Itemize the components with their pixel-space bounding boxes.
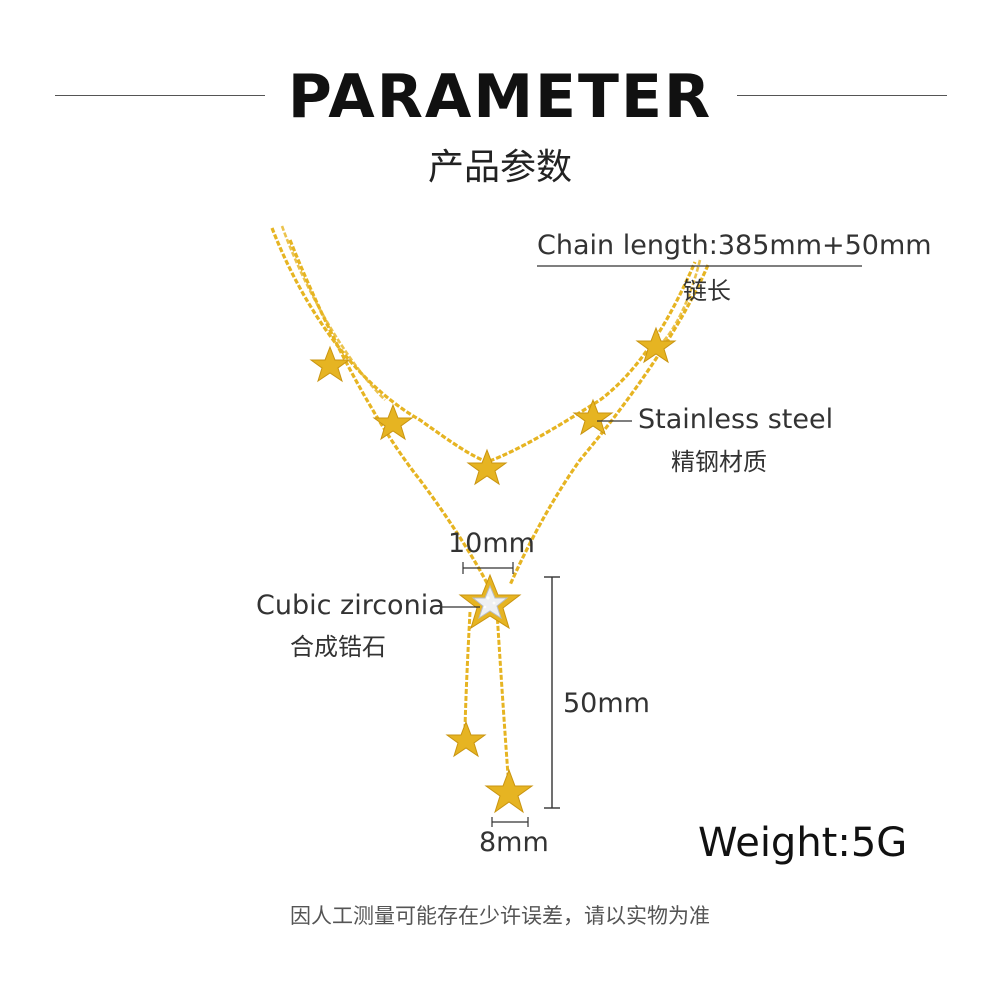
weight-label: Weight:5G xyxy=(698,820,908,866)
tassel-width-label: 8mm xyxy=(479,827,549,858)
material-label: Stainless steel xyxy=(638,404,834,435)
upper-chain-3 xyxy=(659,259,702,346)
stone-label: Cubic zirconia xyxy=(256,590,445,621)
drop-length-label: 50mm xyxy=(563,688,650,719)
upper-chain-2 xyxy=(280,225,386,401)
material-cn: 精钢材质 xyxy=(671,448,767,476)
page-subtitle: 产品参数 xyxy=(427,147,572,188)
lower-chain xyxy=(288,239,490,586)
header-rule-left xyxy=(55,95,265,96)
tassel-chain-right xyxy=(495,611,510,776)
chain-length-label: Chain length:385mm+50mm xyxy=(537,230,932,261)
star-tassel-right xyxy=(484,768,534,814)
page-title: PARAMETER xyxy=(287,62,713,132)
tassel-chain-left xyxy=(463,611,472,729)
pendant-width-label: 10mm xyxy=(448,528,535,559)
star-charm-3 xyxy=(466,448,508,486)
star-charm-2 xyxy=(372,403,414,441)
star-tassel-left xyxy=(445,720,487,758)
star-charm-1 xyxy=(309,345,351,383)
star-charm-5 xyxy=(635,326,677,364)
lower-chain-right xyxy=(508,264,710,586)
upper-chain xyxy=(270,227,697,464)
star-charm-4 xyxy=(572,398,614,436)
stone-cn: 合成锆石 xyxy=(290,633,386,661)
header-rule-right xyxy=(737,95,947,96)
measurement-disclaimer: 因人工测量可能存在少许误差，请以实物为准 xyxy=(290,904,710,928)
zirconia-stones xyxy=(471,584,509,620)
chain-length-cn: 链长 xyxy=(683,277,731,305)
